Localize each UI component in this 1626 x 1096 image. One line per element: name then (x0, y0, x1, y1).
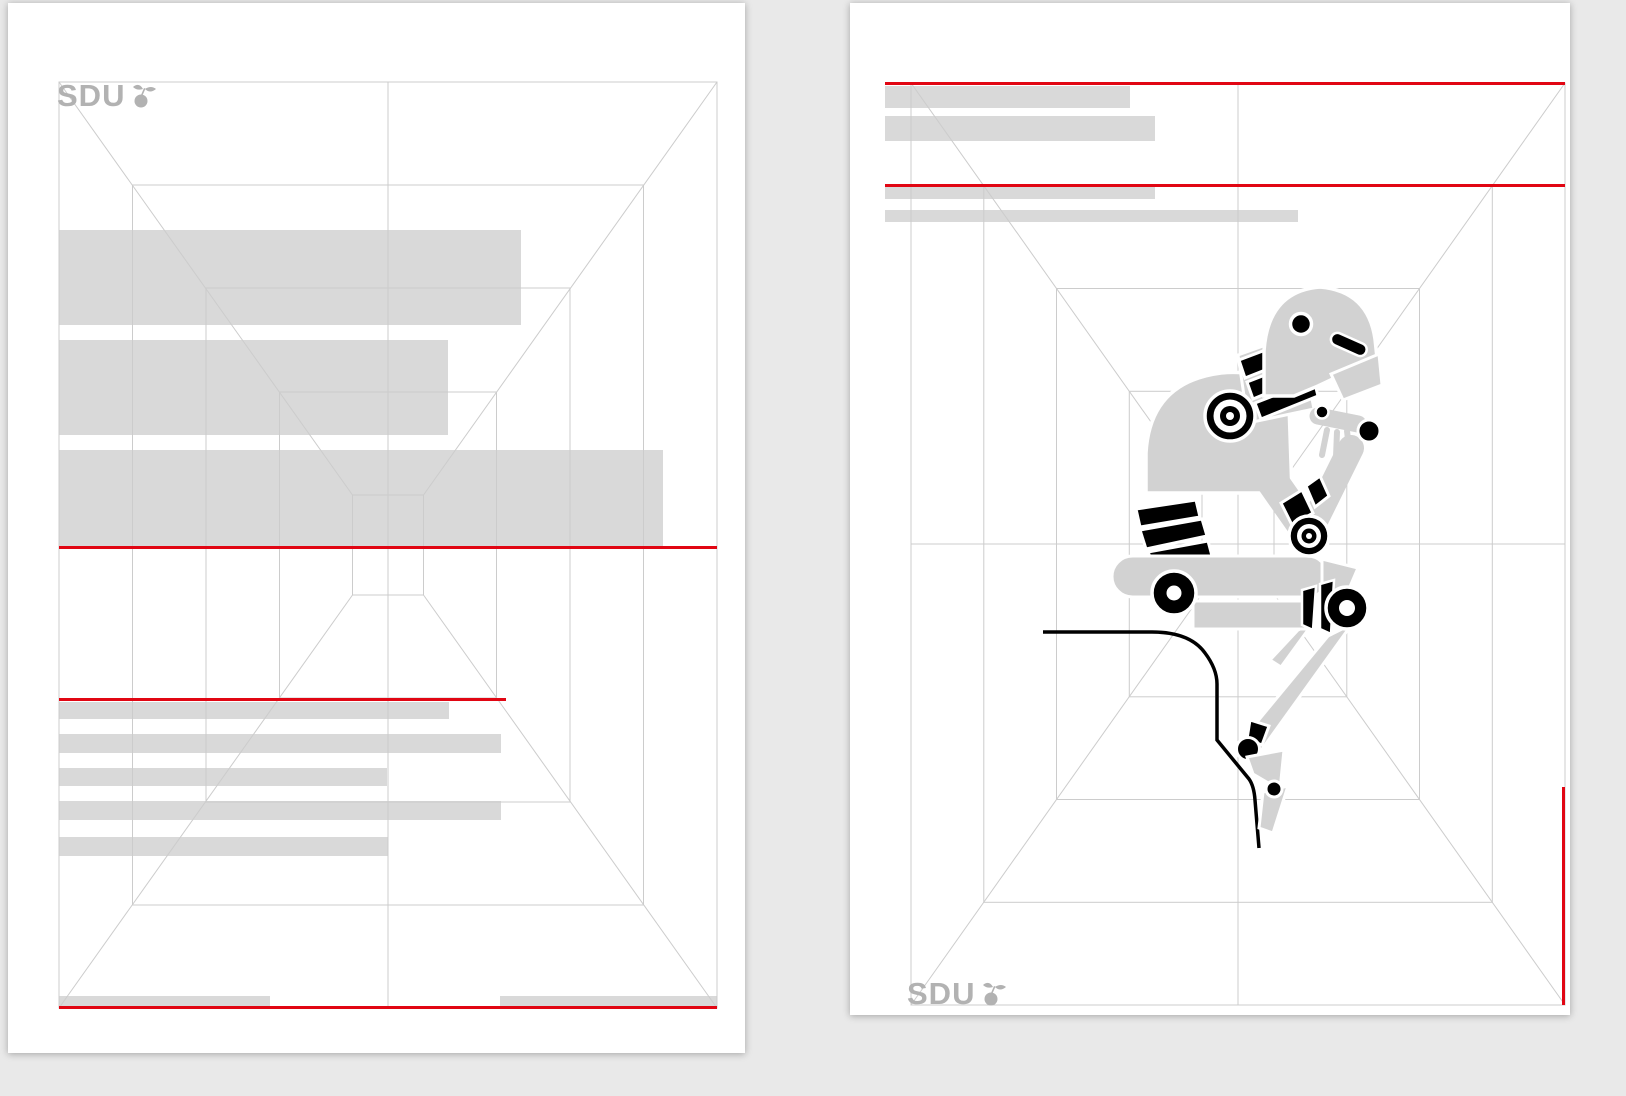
apple-leaves-icon (983, 982, 1007, 1006)
red-rule (1562, 787, 1565, 1005)
placeholder-bar (885, 210, 1298, 222)
red-rule (59, 1006, 717, 1009)
robot-finger (1319, 427, 1330, 458)
apple-leaves-icon (133, 84, 157, 108)
robot-finger (1333, 429, 1340, 460)
robot-jaw (1328, 351, 1384, 402)
page-front-cover: SDU (8, 3, 745, 1053)
red-rule (885, 82, 1565, 85)
robot-finger (1344, 428, 1353, 458)
sdu-logo: SDU (57, 78, 163, 113)
robot-back-band (1134, 498, 1202, 529)
placeholder-bar (59, 837, 388, 856)
placeholder-bar (885, 86, 1130, 108)
robot-eye (1288, 311, 1314, 337)
placeholder-bar (59, 450, 663, 546)
robot-body (1110, 285, 1384, 835)
placeholder-bar (59, 230, 521, 325)
robot-toe-joint (1264, 779, 1284, 799)
placeholder-bar (59, 801, 501, 820)
placeholder-bar (885, 116, 1155, 141)
placeholder-bar (59, 702, 449, 719)
bench-line (1043, 630, 1261, 849)
placeholder-bar (59, 996, 270, 1006)
page-back-cover: SDU (850, 3, 1570, 1015)
sdu-logotype: SDU (907, 976, 976, 1011)
sdu-logotype: SDU (57, 78, 126, 113)
red-rule (59, 546, 717, 549)
layout-guides-grid (58, 81, 718, 1009)
robot-back-band (1138, 517, 1209, 551)
sdu-logo: SDU (907, 976, 1013, 1011)
red-rule (885, 184, 1565, 187)
placeholder-bar (59, 734, 501, 753)
red-rule (59, 698, 506, 701)
placeholder-bar (500, 996, 717, 1006)
robot-thigh (1110, 554, 1330, 599)
robot-thigh-lower (1191, 599, 1311, 631)
robot-wrist-joint (1356, 418, 1382, 444)
robot-mouth (1329, 331, 1368, 358)
robot-knuckle-joint (1314, 404, 1330, 420)
thinker-robot-illustration (1043, 285, 1384, 849)
robot-knee-guard (1300, 584, 1318, 632)
placeholder-bar (885, 187, 1155, 199)
